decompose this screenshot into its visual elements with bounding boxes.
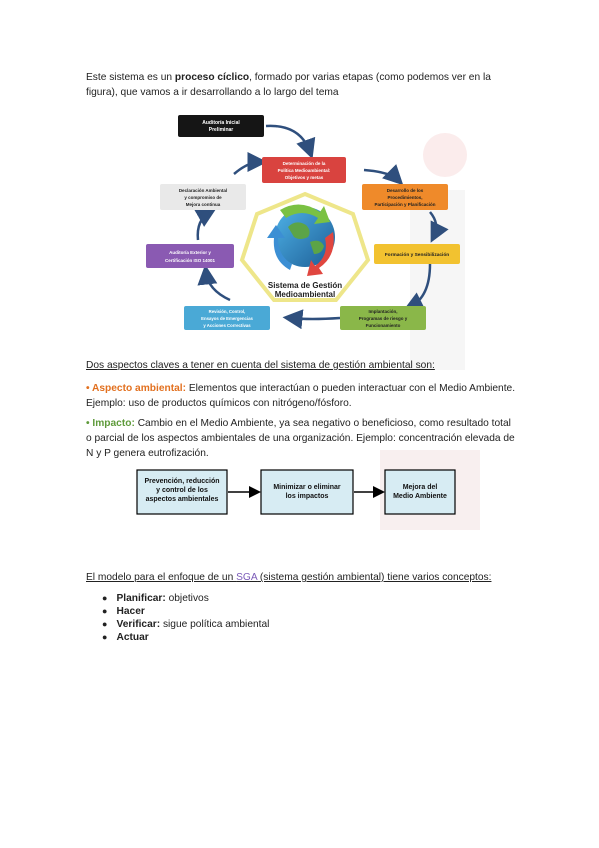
impacto-paragraph: • Impacto: Cambio en el Medio Ambiente, … — [86, 418, 515, 459]
svg-text:Minimizar o eliminar: Minimizar o eliminar — [273, 484, 341, 491]
aspect-ambiental-paragraph: • Aspecto ambiental: Elementos que inter… — [86, 383, 516, 409]
flow-box-3: Mejora del Medio Ambiente — [384, 469, 456, 515]
model-item: ● Planificar: objetivos — [102, 593, 209, 604]
model-item: ● Actuar — [102, 632, 149, 643]
svg-text:y control de los: y control de los — [156, 487, 208, 494]
model-item: ● Hacer — [102, 606, 145, 617]
model-heading: El modelo para el enfoque de un SGA (sis… — [86, 572, 492, 583]
svg-text:Declaración Ambiental: Declaración Ambiental — [179, 188, 227, 193]
cycle-box-step-2: Desarrollo de los Procedimientos, Partic… — [362, 184, 448, 210]
cycle-box-step-6: Auditoría Exterior y Certificación ISO 1… — [146, 244, 234, 268]
svg-text:Auditoría Inicial: Auditoría Inicial — [202, 120, 240, 126]
cycle-box-step-1: Determinación de la Política Medioambien… — [262, 157, 346, 183]
svg-text:y compromiso de: y compromiso de — [184, 195, 222, 200]
svg-text:Auditoría Exterior y: Auditoría Exterior y — [169, 250, 211, 255]
svg-text:Formación y Sensibilización: Formación y Sensibilización — [385, 252, 450, 258]
svg-text:Implantación,: Implantación, — [368, 309, 397, 314]
cycle-box-step-4: Implantación, Programas de riesgo y Func… — [340, 306, 426, 330]
cycle-box-start: Auditoría Inicial Preliminar — [178, 115, 264, 137]
cycle-box-step-3: Formación y Sensibilización — [374, 244, 460, 264]
sga-cycle-diagram: Sistema de Gestión Medioambiental Audito… — [146, 115, 460, 330]
svg-text:Revisión, Control,: Revisión, Control, — [209, 309, 246, 314]
sga-link[interactable]: SGA — [236, 572, 258, 583]
flow-box-1: Prevención, reducción y control de los a… — [136, 469, 228, 515]
svg-text:Certificación ISO 14001: Certificación ISO 14001 — [165, 258, 216, 263]
svg-text:Objetivos y metas: Objetivos y metas — [285, 175, 324, 180]
intro-paragraph: Este sistema es un proceso cíclico, form… — [86, 72, 491, 98]
aspects-heading: Dos aspectos claves a tener en cuenta de… — [86, 360, 435, 371]
flow-box-2: Minimizar o eliminar los impactos — [260, 469, 354, 515]
svg-text:Ensayos de Emergencias: Ensayos de Emergencias — [201, 316, 253, 321]
cycle-box-step-7: Declaración Ambiental y compromiso de Me… — [160, 184, 246, 210]
svg-text:Medio Ambiente: Medio Ambiente — [393, 493, 447, 500]
flow-diagram: Prevención, reducción y control de los a… — [136, 469, 456, 515]
svg-text:Mejora del: Mejora del — [403, 484, 438, 491]
svg-text:y Acciones Correctivas: y Acciones Correctivas — [203, 323, 251, 328]
recycle-globe-icon — [267, 204, 335, 276]
model-item: ● Verificar: sigue política ambiental — [102, 619, 270, 630]
cycle-center-title-2: Medioambiental — [275, 290, 335, 299]
svg-text:Política Medioambiental:: Política Medioambiental: — [278, 168, 331, 173]
svg-text:Prevención, reducción: Prevención, reducción — [144, 478, 219, 485]
svg-text:Procedimientos,: Procedimientos, — [387, 195, 422, 200]
svg-text:los impactos: los impactos — [286, 493, 329, 500]
svg-text:aspectos ambientales: aspectos ambientales — [146, 496, 219, 503]
svg-text:Programas de riesgo y: Programas de riesgo y — [359, 316, 408, 321]
svg-text:Participación y Planificación: Participación y Planificación — [374, 202, 435, 207]
svg-text:Desarrollo de los: Desarrollo de los — [387, 188, 424, 193]
svg-text:Funcionamiento: Funcionamiento — [366, 323, 401, 328]
cycle-center-title: Sistema de Gestión — [268, 281, 342, 290]
svg-text:Preliminar: Preliminar — [209, 127, 234, 133]
svg-text:Mejora continua: Mejora continua — [186, 202, 221, 207]
svg-text:Determinación de la: Determinación de la — [283, 161, 326, 166]
cycle-box-step-5: Revisión, Control, Ensayos de Emergencia… — [184, 306, 270, 330]
